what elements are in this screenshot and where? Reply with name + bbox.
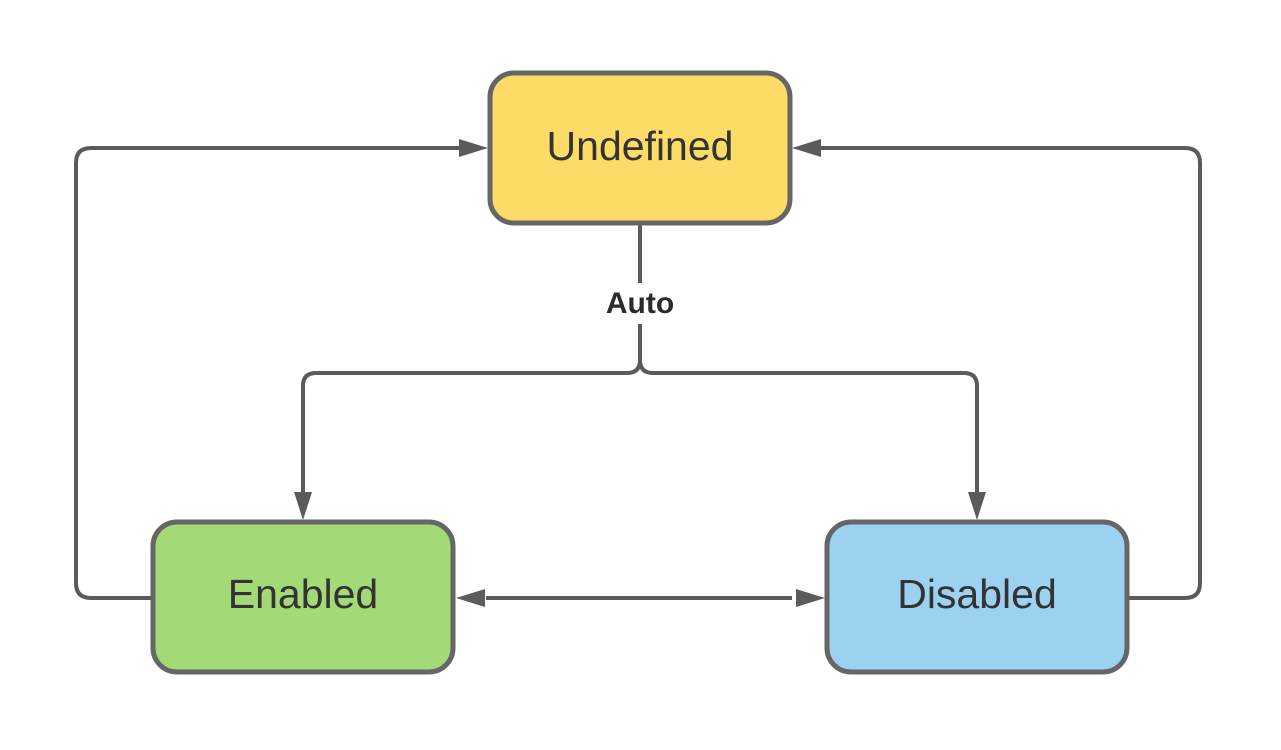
arrowhead-into-undefined-left xyxy=(459,139,488,157)
arrowhead-group xyxy=(294,139,986,607)
edge-auto-branch-left xyxy=(301,324,642,492)
node-undefined xyxy=(487,70,793,226)
node-disabled xyxy=(824,519,1130,675)
node-label-disabled: Disabled xyxy=(897,571,1057,617)
arrowhead-into-enabled-right xyxy=(456,589,485,607)
arrowhead-into-enabled-top xyxy=(294,492,312,520)
edge-group xyxy=(74,146,1202,600)
edge-enabled-to-undefined xyxy=(74,146,459,600)
arrowhead-into-disabled-top xyxy=(968,492,986,520)
node-label-undefined: Undefined xyxy=(547,123,734,169)
arrowhead-into-undefined-right xyxy=(792,139,821,157)
edge-disabled-to-undefined xyxy=(821,146,1202,600)
node-group xyxy=(150,70,1130,675)
node-label-group: Undefined Enabled Disabled xyxy=(228,123,1057,617)
edge-auto-branch-right xyxy=(638,324,979,492)
node-label-enabled: Enabled xyxy=(228,571,378,617)
edge-label-auto: Auto xyxy=(606,287,674,320)
node-enabled xyxy=(150,519,456,675)
arrowhead-into-disabled-left xyxy=(796,589,825,607)
